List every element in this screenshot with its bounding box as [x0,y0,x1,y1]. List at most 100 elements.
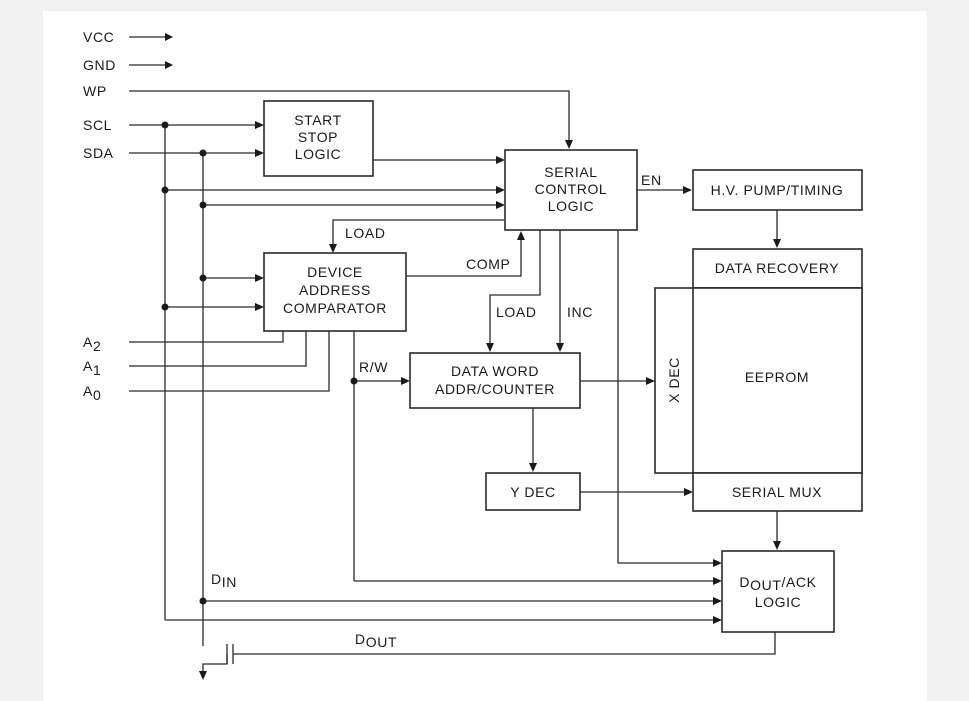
blocks [263,100,863,633]
pump-arrow [773,239,781,248]
rw-arrow [401,377,410,385]
dout-ack-logic-block [721,550,835,633]
pin-a1-base: A [83,358,93,374]
pin-a0-sub: 0 [93,387,101,403]
sda-junction [199,274,207,282]
load-arrow [329,244,337,253]
dout-transistor-channel [202,644,228,674]
serial-mux-block [692,472,863,512]
signal-rw: R/W [359,359,388,375]
device-address-line-2: ADDRESS [299,282,371,298]
signal-en: EN [641,172,662,188]
device-address-line-1: DEVICE [307,264,363,280]
y-dec-block [485,472,581,511]
vcc-arrow [165,33,173,41]
dout-ack-rest: /ACK [782,574,817,590]
scl-comp-arrow [255,303,264,311]
device-address-line-3: COMPARATOR [283,300,387,316]
inc-arrow [556,343,564,352]
start-stop-line-2: STOP [298,129,338,145]
xdec-arrow [646,377,655,385]
pin-wp: WP [83,83,107,99]
serial-to-dout [617,230,715,564]
wp-wire [129,90,570,146]
serial-control-line-2: CONTROL [535,181,608,197]
serial-control-line-3: LOGIC [548,198,595,214]
serial-control-logic-block [504,149,638,231]
wp-arrow [565,140,573,149]
din-dout-arrow [713,597,722,605]
start-stop-line-3: LOGIC [295,146,342,162]
comp-wire [406,236,522,277]
hv-pump-label: H.V. PUMP/TIMING [711,182,844,198]
pin-scl: SCL [83,117,112,133]
startstop-arrow [496,156,505,164]
scl-junction [161,303,169,311]
pin-a2-base: A [83,334,93,350]
pin-a1: A1 [83,358,101,378]
pin-a2: A2 [83,334,101,354]
arrowheads [165,33,781,680]
data-recovery-block [692,248,863,289]
rw-dout-arrow [713,577,722,585]
signal-comp: COMP [466,256,510,272]
start-stop-line-1: START [294,112,342,128]
signal-load-top: LOAD [345,225,386,241]
pin-a0: A0 [83,383,101,403]
pin-labels: VCC GND WP SCL SDA A2 A1 A0 [83,29,115,403]
data-recovery-label: DATA RECOVERY [715,260,840,276]
signal-dout-sub: OUT [366,634,397,650]
block-diagram: VCC GND WP SCL SDA A2 A1 A0 START STOP L… [83,29,863,680]
dout-ack-base: D [739,574,750,590]
start-stop-logic-block [263,100,374,177]
eeprom-block [692,287,863,474]
sda-arrow [255,149,264,157]
load-dw-arrow [486,343,494,352]
en-arrow [683,186,692,194]
data-word-line-2: ADDR/COUNTER [435,381,555,397]
a0-wire [129,331,330,392]
sda-junction [199,149,207,157]
block-diagram-canvas: VCC GND WP SCL SDA A2 A1 A0 START STOP L… [43,11,927,701]
serial-control-line-1: SERIAL [544,164,597,180]
signal-din: DIN [211,571,237,590]
mux-dout-arrow [773,541,781,550]
sda-junction [199,201,207,209]
dout-ack-line-2: LOGIC [755,594,802,610]
scl-dout-arrow [713,616,722,624]
load-to-comparator [332,219,504,247]
ydec-arrow [529,463,537,472]
pin-vcc: VCC [83,29,114,45]
a2-wire [129,331,284,343]
pin-sda: SDA [83,145,114,161]
hv-pump-block [692,169,863,211]
sda-comp-arrow [255,274,264,282]
signal-din-base: D [211,571,222,587]
dout-ack-line-1: DOUT/ACK [739,574,816,593]
block-labels: START STOP LOGIC SERIAL CONTROL LOGIC H.… [283,112,843,610]
wires [129,36,778,674]
serial-mux-label: SERIAL MUX [732,484,822,500]
load-to-dataword [489,230,541,345]
signal-load-mid: LOAD [496,304,537,320]
junctions [161,121,358,605]
scl-junction [161,186,169,194]
serial-dout-arrow [713,559,722,567]
signal-inc: INC [567,304,593,320]
y-dec-label: Y DEC [510,484,556,500]
mux-arrow [684,488,693,496]
x-dec-label: X DEC [666,357,682,403]
ground-arrow [199,671,207,680]
gnd-arrow [165,61,173,69]
dout-ack-sub: OUT [750,577,781,593]
device-address-comparator-block [263,252,407,332]
signal-dout: DOUT [355,631,397,650]
rw-junction [350,377,358,385]
pin-a0-base: A [83,383,93,399]
dout-feedback [233,632,776,655]
sda-serial-arrow [496,201,505,209]
scl-junction [161,121,169,129]
pin-a2-sub: 2 [93,338,101,354]
signal-dout-base: D [355,631,366,647]
pin-a1-sub: 1 [93,362,101,378]
